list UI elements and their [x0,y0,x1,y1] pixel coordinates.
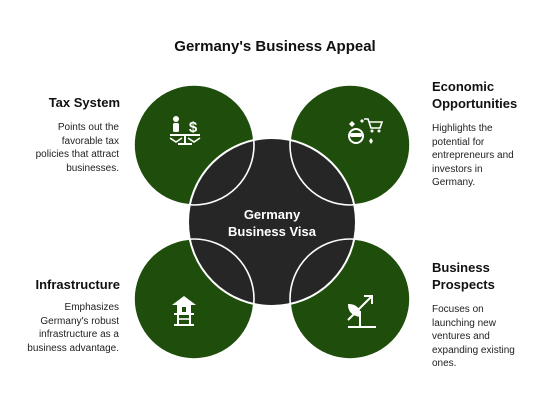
economic-opportunities-heading: Economic Opportunities [432,79,518,111]
economic-opportunities-description: Highlights the potential for entrepreneu… [432,123,514,188]
center-label-line1: Germany [244,207,301,222]
business-prospects-heading: Business Prospects [432,260,495,292]
growth-arrow-icon [347,295,376,328]
tax-system-description: Points out the favorable tax policies th… [35,122,119,174]
entrepreneur-cart-icon [348,118,384,144]
infrastructure-heading: Infrastructure [35,277,120,292]
building-icon [172,296,196,326]
overlap-outlines [133,84,411,360]
business-prospects-description: Focuses on launching new ventures and ex… [432,304,515,369]
svg-text:$: $ [189,119,198,136]
tax-system-heading: Tax System [48,95,120,110]
tax-scale-icon: $ [169,116,201,145]
infrastructure-description: Emphasizes Germany's robust infrastructu… [27,302,119,354]
center-label-line2: Business Visa [228,224,317,239]
diagram-title: Germany's Business Appeal [174,38,376,55]
center-circle [187,137,357,307]
